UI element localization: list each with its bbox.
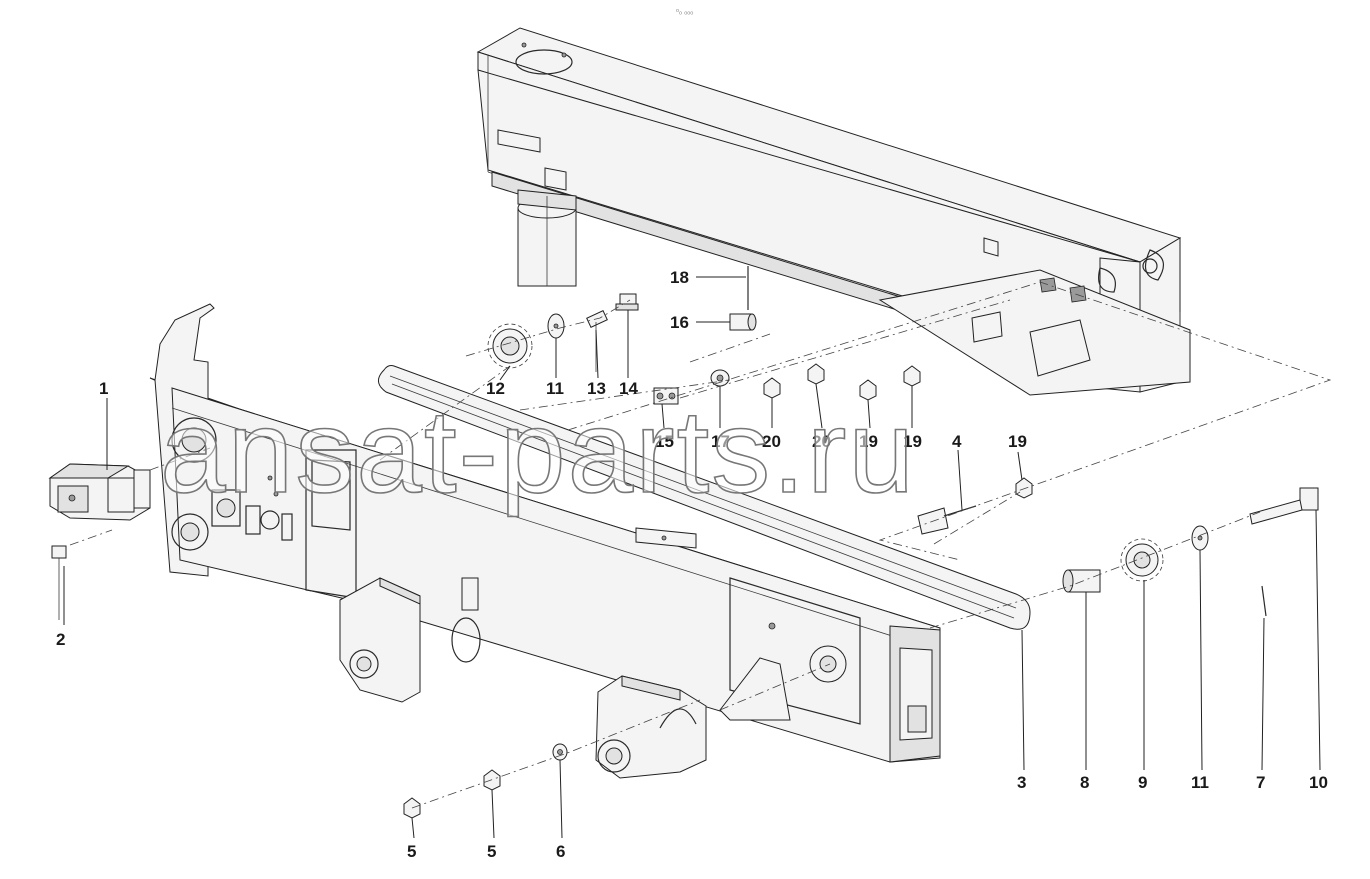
nut-part20-a bbox=[763, 377, 781, 399]
callout-9: 9 bbox=[1138, 773, 1147, 792]
nut-part19-b bbox=[903, 365, 921, 387]
callout-15: 15 bbox=[655, 432, 674, 451]
callout-2: 2 bbox=[56, 630, 65, 649]
callout-19c: 19 bbox=[1008, 432, 1027, 451]
leader-lines bbox=[63, 276, 1321, 839]
callout-5b: 5 bbox=[487, 842, 496, 861]
long-bolt-part10 bbox=[1249, 487, 1319, 525]
callout-19b: 19 bbox=[903, 432, 922, 451]
washer-part11-top bbox=[547, 313, 565, 339]
sprocket-part9 bbox=[1120, 538, 1164, 582]
bolt-part2 bbox=[51, 545, 67, 620]
tensioner-part4 bbox=[917, 505, 977, 535]
callout-12: 12 bbox=[486, 379, 505, 398]
washer-part11-right bbox=[1191, 525, 1209, 551]
cotter-pin-part7 bbox=[1261, 585, 1267, 617]
callout-1: 1 bbox=[99, 379, 108, 398]
assembly-lines bbox=[69, 281, 1332, 809]
callout-13: 13 bbox=[587, 379, 606, 398]
nut-part19-a bbox=[859, 379, 877, 401]
callout-20b: 20 bbox=[812, 432, 831, 451]
callout-19a: 19 bbox=[859, 432, 878, 451]
bolt-part14 bbox=[615, 293, 639, 372]
callout-3: 3 bbox=[1017, 773, 1026, 792]
callout-11a: 11 bbox=[546, 379, 564, 398]
main-frame bbox=[149, 303, 941, 763]
washer-part17 bbox=[710, 369, 730, 387]
bushing-part16 bbox=[729, 313, 757, 331]
nut-part19-c bbox=[1015, 477, 1033, 499]
left-bracket bbox=[339, 577, 481, 703]
callout-6: 6 bbox=[556, 842, 565, 861]
callout-14: 14 bbox=[619, 379, 638, 398]
callout-8: 8 bbox=[1080, 773, 1089, 792]
hydraulic-cylinder bbox=[517, 189, 577, 287]
callout-7: 7 bbox=[1256, 773, 1265, 792]
callout-18: 18 bbox=[670, 268, 689, 287]
bushing-part8 bbox=[1062, 569, 1101, 593]
callout-20a: 20 bbox=[762, 432, 781, 451]
watermark: ansat-parts.ru bbox=[160, 386, 916, 518]
clamp-part15 bbox=[653, 387, 679, 405]
sprocket-part12 bbox=[487, 323, 533, 369]
chain-loop bbox=[378, 365, 1031, 630]
middle-bracket bbox=[595, 675, 707, 779]
callout-labels: 1 2 3 4 5 5 6 7 8 9 10 11 11 12 13 14 15… bbox=[56, 268, 1328, 861]
callout-4: 4 bbox=[952, 432, 962, 451]
washer-part6 bbox=[552, 743, 568, 761]
callout-16: 16 bbox=[670, 313, 689, 332]
nut-part20-b bbox=[807, 363, 825, 385]
callout-10: 10 bbox=[1309, 773, 1328, 792]
callout-11b: 11 bbox=[1191, 773, 1209, 792]
mounting-plate bbox=[878, 269, 1191, 396]
hydraulic-motor-part1 bbox=[48, 463, 151, 521]
callout-17: 17 bbox=[711, 432, 730, 451]
callout-5a: 5 bbox=[407, 842, 416, 861]
header-mark: ᵒₒ ₒₒₒ bbox=[676, 7, 693, 16]
